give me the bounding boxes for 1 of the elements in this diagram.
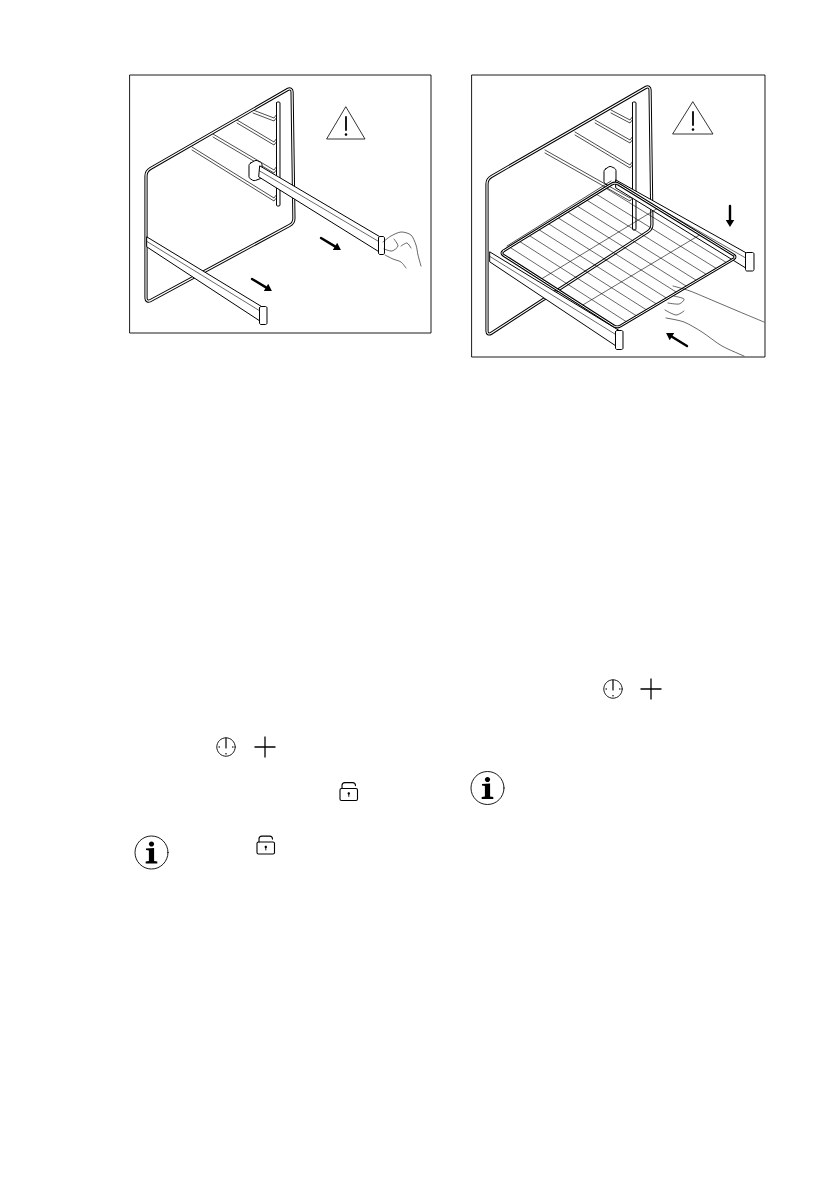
picture-frame	[129, 74, 432, 334]
